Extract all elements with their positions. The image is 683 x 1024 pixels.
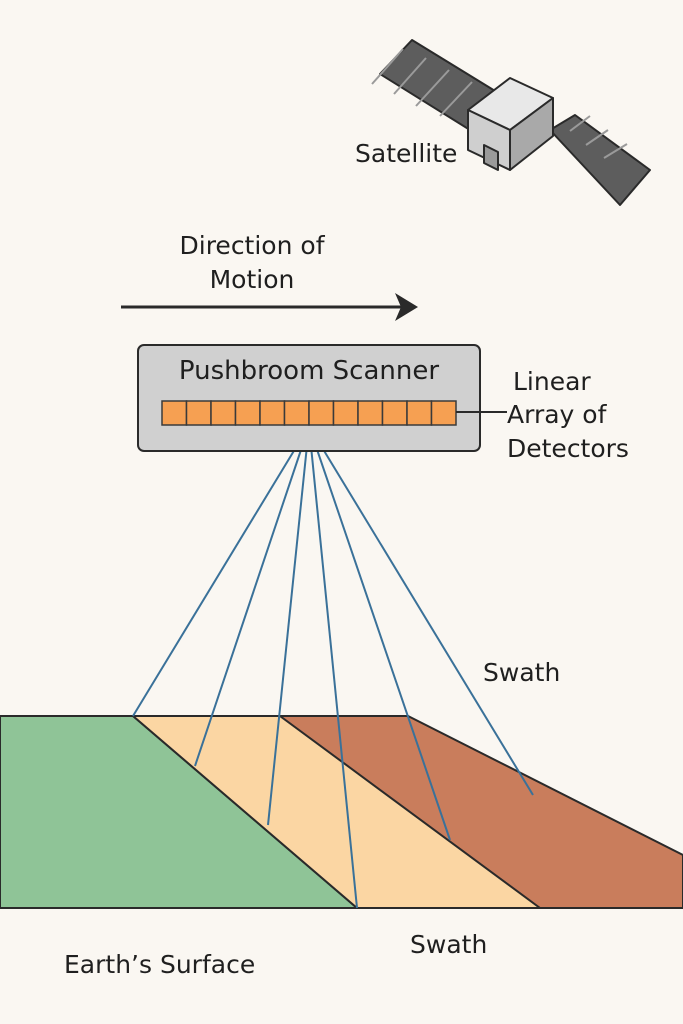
swath-label-lower: Swath <box>410 930 488 959</box>
detector-cell <box>332 400 359 426</box>
detector-cell <box>406 400 433 426</box>
direction-label-line2: Motion <box>209 265 295 294</box>
detector-cell <box>161 400 188 426</box>
scan-ray <box>132 425 310 717</box>
satellite-sensor <box>483 144 499 171</box>
detector-cell <box>185 400 212 426</box>
panel-divider <box>371 48 404 85</box>
brown-field <box>276 715 683 909</box>
detector-cell <box>234 400 261 426</box>
satellite-label: Satellite <box>355 139 458 168</box>
scan-ray <box>308 425 358 909</box>
scan-rays <box>132 425 534 909</box>
right-solar-panel <box>549 114 651 206</box>
detectors-label-line2: Array of <box>507 400 607 429</box>
earth-surface-label: Earth’s Surface <box>64 950 256 979</box>
detector-cell <box>430 400 457 426</box>
satellite-icon <box>371 39 651 206</box>
direction-label-line1: Direction of <box>179 231 325 260</box>
detector-cell <box>259 400 286 426</box>
scan-ray <box>194 425 310 767</box>
scan-ray <box>267 425 310 826</box>
scan-ray <box>308 425 451 841</box>
detectors-label-line1: Linear <box>513 367 591 396</box>
detector-cell <box>381 400 408 426</box>
scanner-title: Pushbroom Scanner <box>178 356 440 386</box>
arrow-right-icon <box>395 293 418 321</box>
detectors-label-line3: Detectors <box>507 434 629 463</box>
detector-cell <box>210 400 237 426</box>
satellite-body-side <box>509 97 554 171</box>
scan-ray <box>308 425 534 796</box>
detector-cell <box>357 400 384 426</box>
detector-array <box>161 400 457 426</box>
detector-cell <box>308 400 335 426</box>
detector-cell <box>283 400 310 426</box>
swath-label-upper: Swath <box>483 658 561 687</box>
